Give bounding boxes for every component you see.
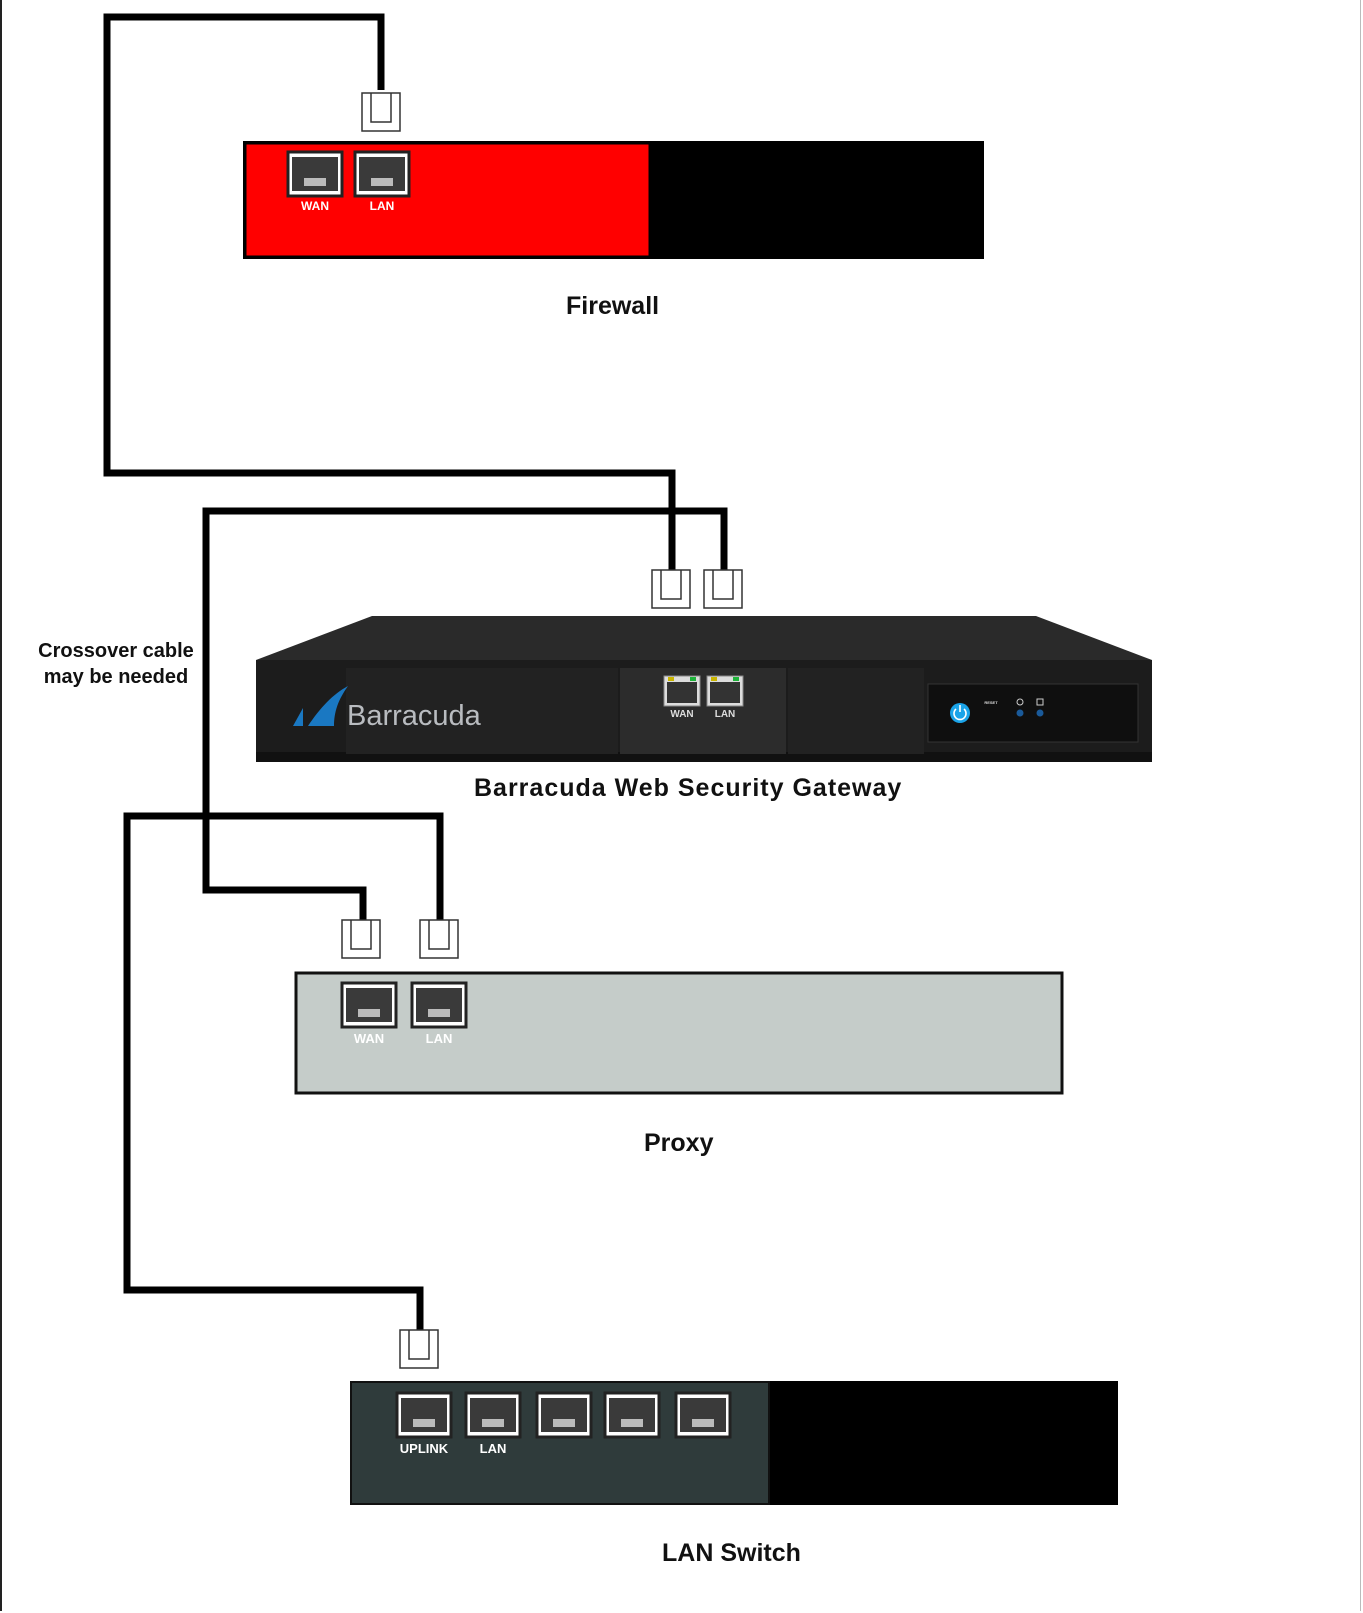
cable-proxy-lan-to-switch-uplink — [123, 812, 444, 1330]
switch-caption: LAN Switch — [662, 1539, 801, 1567]
firewall-caption: Firewall — [566, 292, 660, 320]
plug-switch-uplink — [399, 1329, 439, 1369]
plug-barracuda-wan — [651, 569, 691, 609]
barracuda-device: Barracuda WAN LAN RESET — [256, 616, 1152, 762]
switch-port-lan — [464, 1391, 522, 1439]
barracuda-port-label-wan: WAN — [670, 709, 693, 720]
barracuda-top-panel — [256, 616, 1152, 660]
cable-plugs — [341, 92, 743, 1369]
proxy-port-lan — [410, 981, 468, 1029]
crossover-note-line2: may be needed — [43, 666, 189, 688]
firewall-port-label-lan: LAN — [370, 199, 395, 213]
cables — [103, 13, 728, 1330]
firewall-device: WAN LAN — [243, 141, 984, 259]
switch-port-label-lan: LAN — [480, 1441, 507, 1456]
plug-proxy-lan — [419, 919, 459, 959]
switch-port-3 — [535, 1391, 593, 1439]
reset-label: RESET — [984, 700, 998, 705]
plug-proxy-wan — [341, 919, 381, 959]
firewall-port-wan — [286, 150, 344, 198]
proxy-port-label-wan: WAN — [354, 1031, 384, 1046]
switch-port-uplink — [395, 1391, 453, 1439]
barracuda-caption: Barracuda Web Security Gateway — [474, 774, 903, 802]
switch-port-label-uplink: UPLINK — [400, 1441, 449, 1456]
crossover-note: Crossover cable may be needed — [28, 638, 204, 690]
barracuda-port-label-lan: LAN — [715, 709, 736, 720]
proxy-port-wan — [340, 981, 398, 1029]
power-button-icon — [950, 703, 970, 723]
crossover-note-line1: Crossover cable — [38, 640, 194, 662]
proxy-port-label-lan: LAN — [426, 1031, 453, 1046]
proxy-caption: Proxy — [644, 1129, 714, 1157]
firewall-port-lan — [353, 150, 411, 198]
plug-barracuda-lan — [703, 569, 743, 609]
barracuda-brand-text: Barracuda — [347, 700, 482, 732]
power-led-icon — [1016, 698, 1024, 717]
barracuda-logo-icon — [293, 686, 348, 726]
cable-firewall-lan-to-barracuda-wan — [103, 13, 676, 580]
barracuda-port-lan — [706, 675, 744, 707]
switch-port-4 — [603, 1391, 661, 1439]
switch-device: UPLINK LAN — [350, 1381, 1118, 1505]
firewall-port-label-wan: WAN — [301, 199, 329, 213]
disk-led-icon — [1036, 698, 1044, 717]
cable-barracuda-lan-to-proxy-wan — [202, 507, 728, 922]
plug-firewall-lan — [361, 92, 401, 132]
proxy-device: WAN LAN — [294, 971, 1064, 1095]
barracuda-port-wan — [663, 675, 701, 707]
switch-port-5 — [674, 1391, 732, 1439]
